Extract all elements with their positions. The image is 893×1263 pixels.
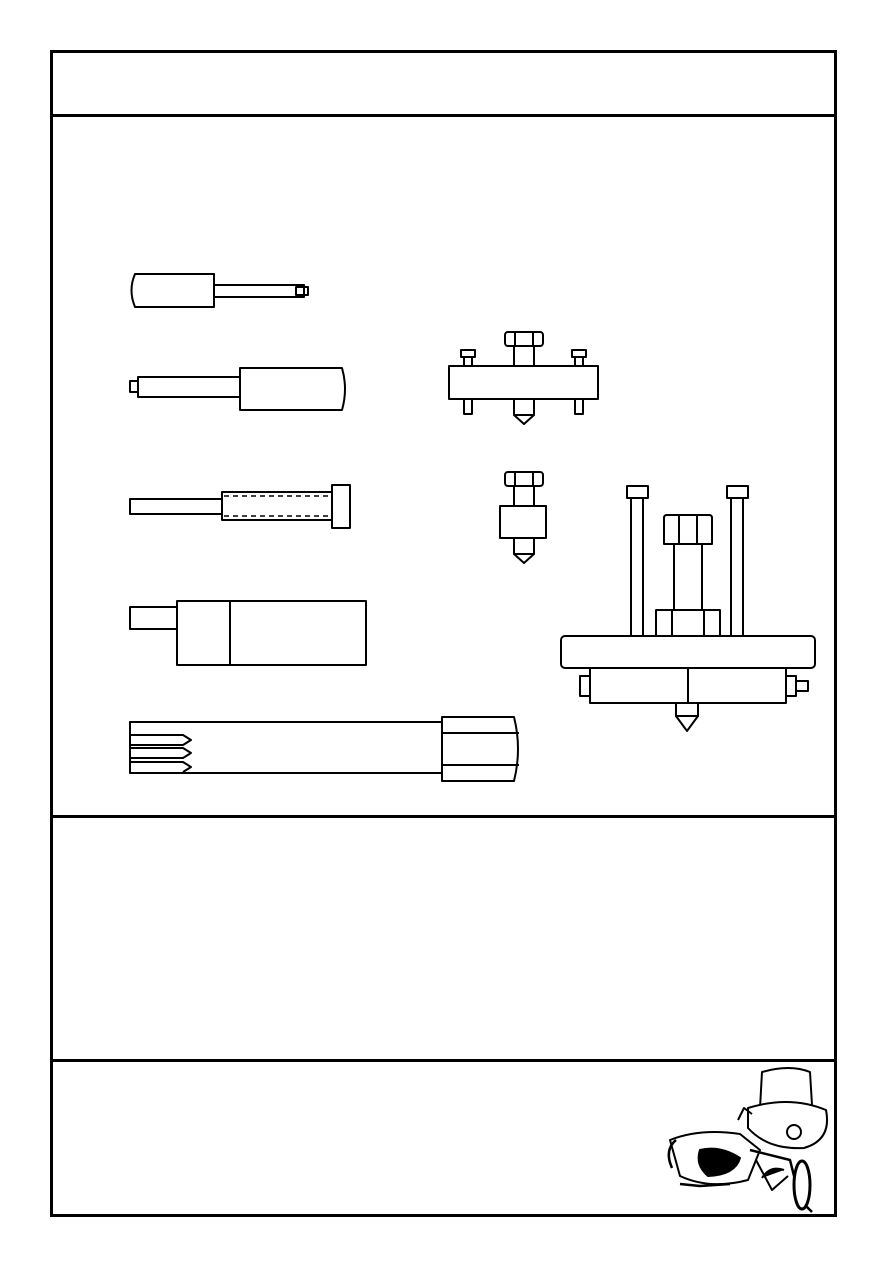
title-band [53, 53, 834, 117]
small-screwdriver-tool-icon [130, 273, 309, 308]
stepped-drift-tool-icon [129, 600, 367, 666]
drift-punch-tool-icon [129, 367, 346, 411]
motorcycle-sidecar-logo-icon [667, 1067, 828, 1213]
threaded-pin-tool-icon [129, 484, 351, 529]
caption-band [53, 818, 834, 1062]
two-leg-puller-icon [448, 331, 599, 425]
figure-band [53, 117, 834, 818]
forcing-screw-adapter-icon [499, 471, 547, 564]
splined-socket-bit-icon [129, 716, 519, 782]
page-frame [50, 50, 837, 1217]
three-leg-puller-icon [560, 485, 816, 732]
